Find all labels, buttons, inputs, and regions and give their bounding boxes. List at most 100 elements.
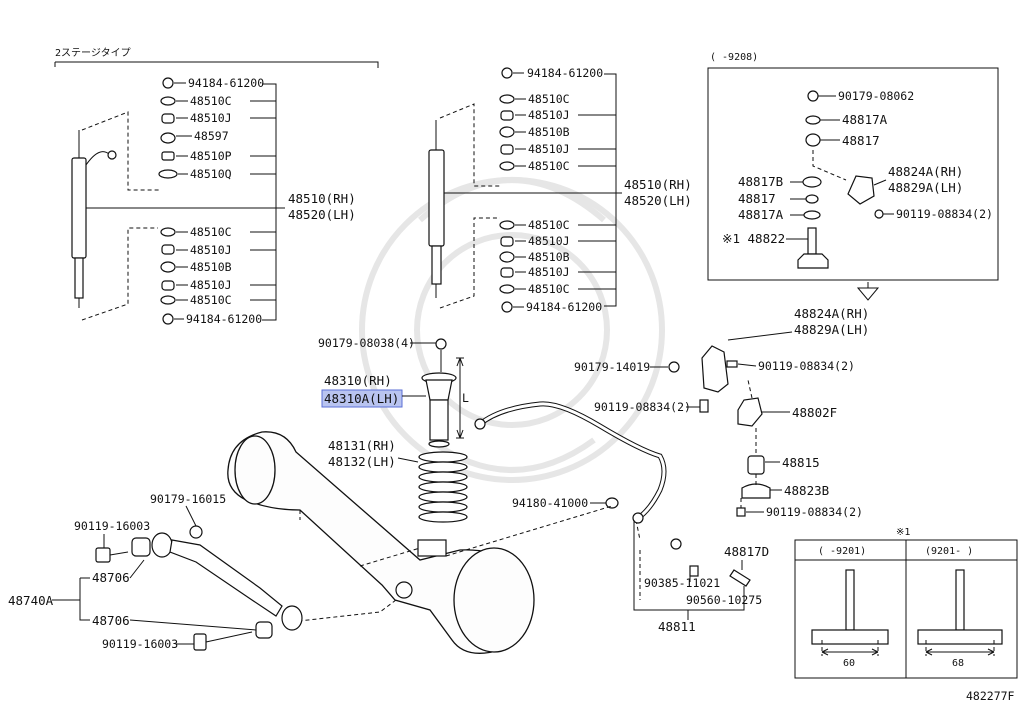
note-part-2 xyxy=(917,569,1003,656)
middle-lower-dashed-guide xyxy=(439,217,500,309)
label-48510b-c: 48510B xyxy=(528,250,570,264)
label-90119-08834-d: 90119-08834(2) xyxy=(766,505,863,519)
label-48822: ※1 48822 xyxy=(722,231,785,246)
left-group-bracket xyxy=(262,83,277,321)
left-shock-absorber xyxy=(71,130,117,308)
label-94180-41000: 94180-41000 xyxy=(512,496,588,510)
label-48817a-b: 48817A xyxy=(738,207,784,222)
stabilizer-bar-fill xyxy=(479,402,666,520)
note-col2-header: (9201- ) xyxy=(925,546,973,557)
lateral-control-rod xyxy=(95,525,303,651)
inset-box-header: ( -9208) xyxy=(710,52,758,63)
label-90119-08834-b: 90119-08834(2) xyxy=(758,359,855,373)
label-94184-61200-c: 94184-61200 xyxy=(527,66,603,80)
label-48510c-g: 48510C xyxy=(528,282,570,296)
label-48829a-lh-a: 48829A(LH) xyxy=(888,180,963,195)
label-94184-61200-b: 94184-61200 xyxy=(186,312,262,326)
inset-leaders xyxy=(786,95,894,240)
stabilizer-end-right xyxy=(632,512,644,524)
label-48510-rh-b: 48510(RH) xyxy=(624,177,692,192)
label-48510p: 48510P xyxy=(190,149,232,163)
stabilizer-bushing xyxy=(605,497,619,509)
coil-spring xyxy=(418,451,468,523)
label-90119-16003-a: 90119-16003 xyxy=(74,519,150,533)
label-94184-61200-a: 94184-61200 xyxy=(188,76,264,90)
label-48510c-a: 48510C xyxy=(190,94,232,108)
label-48829a-lh-b: 48829A(LH) xyxy=(794,322,869,337)
middle-upper-dashed-guide xyxy=(439,103,500,187)
label-48510c-c: 48510C xyxy=(190,293,232,307)
label-48706-a: 48706 xyxy=(92,570,130,585)
bump-stopper xyxy=(421,338,457,448)
stage-type-bracket xyxy=(54,61,379,68)
label-48510c-e: 48510C xyxy=(528,159,570,173)
label-48520-lh-a: 48520(LH) xyxy=(288,207,356,222)
label-90179-14019: 90179-14019 xyxy=(574,360,650,374)
label-48520-lh-b: 48520(LH) xyxy=(624,193,692,208)
label-94184-61200-d: 94184-61200 xyxy=(526,300,602,314)
label-48510c-b: 48510C xyxy=(190,225,232,239)
axle-dashed-guide xyxy=(289,510,397,623)
inset-box xyxy=(707,67,999,281)
stabilizer-end-left xyxy=(474,418,486,430)
note-dim-68: 68 xyxy=(952,658,964,669)
label-48510j-d: 48510J xyxy=(528,108,570,122)
label-48815: 48815 xyxy=(782,455,820,470)
link-dashed-guide xyxy=(635,519,641,600)
middle-hardware-leaders xyxy=(513,72,616,308)
label-90179-08038: 90179-08038(4) xyxy=(318,336,415,350)
note-part-1 xyxy=(811,569,889,656)
label-90179-16015: 90179-16015 xyxy=(150,492,226,506)
label-90179-08062: 90179-08062 xyxy=(838,89,914,103)
left-hardware-icons xyxy=(158,77,178,325)
left-upper-dashed-guide xyxy=(81,111,160,191)
left-lower-dashed-guide xyxy=(81,227,158,321)
label-90560-10275: 90560-10275 xyxy=(686,593,762,607)
label-48510-rh-a: 48510(RH) xyxy=(288,191,356,206)
label-48817d: 48817D xyxy=(724,544,769,559)
middle-group-bracket xyxy=(604,73,617,307)
label-48824a-rh-a: 48824A(RH) xyxy=(888,164,963,179)
label-48510j-e: 48510J xyxy=(528,142,570,156)
label-48510j-g: 48510J xyxy=(528,265,570,279)
leader-coil-spring xyxy=(397,457,419,463)
stage-type-label: 2ステージタイプ xyxy=(55,47,131,59)
rear-axle-housing xyxy=(227,431,535,654)
right-stabilizer-dashed-guides xyxy=(740,379,757,508)
label-48817b: 48817B xyxy=(738,174,783,189)
label-90119-08834-c: 90119-08834(2) xyxy=(594,400,691,414)
stabilizer-link-leaders xyxy=(633,520,745,620)
label-90119-16003-b: 90119-16003 xyxy=(102,637,178,651)
label-48132-lh: 48132(LH) xyxy=(328,454,396,469)
inset-dashed-guide xyxy=(812,150,847,181)
down-arrow-icon xyxy=(856,282,880,301)
label-48817-a: 48817 xyxy=(842,133,880,148)
watermark-emblem xyxy=(359,177,665,483)
axle-lower-guide xyxy=(359,547,421,567)
label-dimension-l: L xyxy=(462,391,469,405)
length-dimension xyxy=(456,357,464,439)
label-48510b-a: 48510B xyxy=(190,260,232,274)
label-90119-08834-a: 90119-08834(2) xyxy=(896,207,993,221)
label-48823b: 48823B xyxy=(784,483,829,498)
label-48817-b: 48817 xyxy=(738,191,776,206)
axle-to-bushing-guide xyxy=(445,505,613,557)
note-dim-60: 60 xyxy=(843,658,855,669)
note-mark: ※1 xyxy=(896,527,910,538)
label-48510j-a: 48510J xyxy=(190,111,232,125)
label-48510c-f: 48510C xyxy=(528,218,570,232)
label-48310-rh: 48310(RH) xyxy=(324,373,392,388)
label-48817a-a: 48817A xyxy=(842,112,888,127)
note-col1-header: ( -9201) xyxy=(818,546,866,557)
label-48131-rh: 48131(RH) xyxy=(328,438,396,453)
label-48510q: 48510Q xyxy=(190,167,232,181)
label-48802f: 48802F xyxy=(792,405,837,420)
label-48824a-rh-b: 48824A(RH) xyxy=(794,306,869,321)
middle-hardware-icons xyxy=(499,67,515,313)
label-48510j-f: 48510J xyxy=(528,234,570,248)
middle-shock-absorber xyxy=(428,120,445,298)
highlight-48310a xyxy=(321,389,403,408)
label-48740a: 48740A xyxy=(8,593,54,608)
lateral-control-rod-leaders xyxy=(52,505,257,645)
